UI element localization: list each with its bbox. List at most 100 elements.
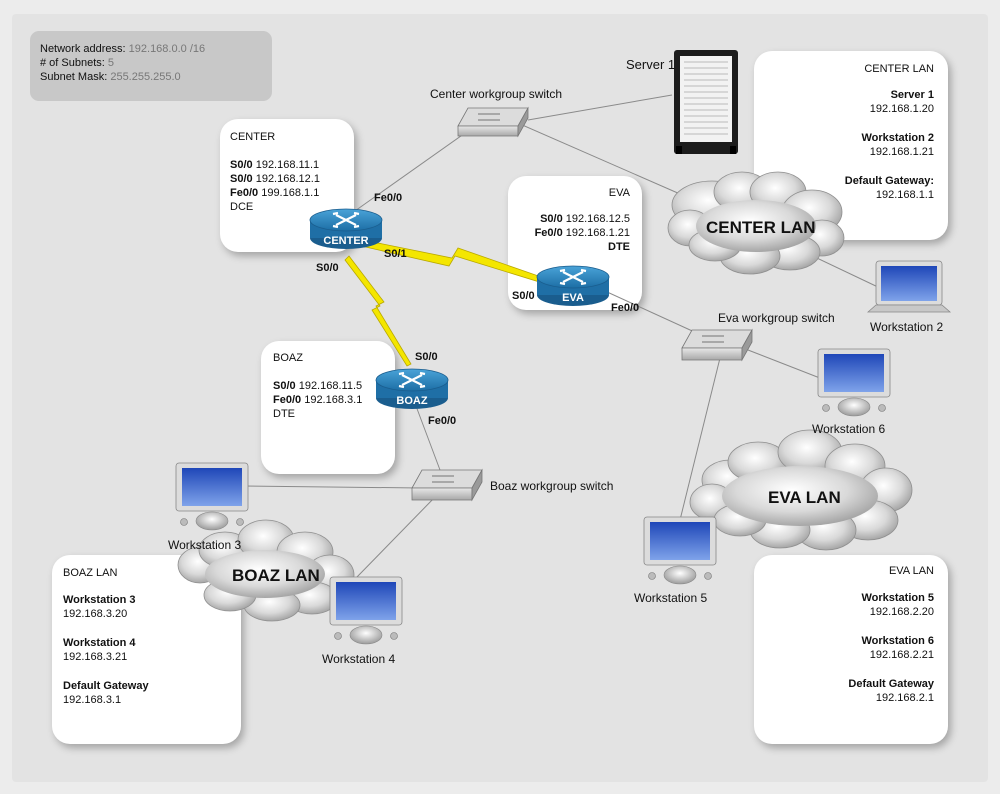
subnets-label: # of Subnets: — [40, 57, 105, 69]
eva-switch-label: Eva workgroup switch — [718, 311, 835, 325]
boaz-lan-title: BOAZ LAN — [63, 567, 118, 579]
eva-card-mode: DTE — [608, 241, 630, 253]
workstation6-label: Workstation 6 — [812, 422, 886, 436]
workstation4-label: Workstation 4 — [322, 652, 396, 666]
center-card-line3: Fe0/0 199.168.1.1 — [230, 186, 319, 200]
eva-lan-ws6-ip: 192.168.2.21 — [869, 649, 934, 661]
eva-line1-port: S0/0 — [540, 213, 563, 225]
center-lan-cloud — [667, 171, 845, 275]
boaz-lan-ws4-heading: Workstation 4 — [63, 637, 136, 649]
wan-link-center-eva — [360, 239, 551, 285]
boaz-line1-port: S0/0 — [273, 380, 296, 392]
workstation4-desktop-icon — [329, 576, 403, 645]
boaz-lan-gateway-ip: 192.168.3.1 — [63, 694, 122, 706]
boaz-lan-ws3-heading: Workstation 3 — [63, 594, 136, 606]
center-lan-server1-heading: Server 1 — [890, 89, 934, 101]
network-info-box: Network address: 192.168.0.0 /16 # of Su… — [30, 31, 272, 101]
center-lan-title: CENTER LAN — [864, 63, 934, 75]
mask-value: 255.255.255.0 — [110, 71, 181, 83]
boaz-lan-cloud — [177, 519, 355, 622]
workstation5-label: Workstation 5 — [634, 591, 708, 605]
boaz-port-s00-label: S0/0 — [415, 351, 438, 363]
eva-line2-ip: 192.168.1.21 — [565, 227, 630, 239]
mask-label: Subnet Mask: — [40, 71, 108, 83]
eva-card-title: EVA — [608, 187, 630, 199]
center-router-icon — [309, 208, 383, 249]
network-address-label: Network address: — [40, 43, 126, 55]
center-card-title: CENTER — [230, 131, 276, 143]
boaz-card-line1: S0/0 192.168.11.5 — [273, 379, 362, 393]
boaz-card-title: BOAZ — [273, 352, 303, 364]
boaz-router-icon — [375, 368, 449, 409]
eva-lan-gateway-heading: Default Gateway — [848, 678, 934, 690]
center-port-s00-label: S0/0 — [316, 262, 339, 274]
boaz-card-line2: Fe0/0 192.168.3.1 — [273, 393, 362, 407]
boaz-lan-ws4-ip: 192.168.3.21 — [63, 651, 128, 663]
server1-icon — [674, 50, 738, 154]
center-card-line1: S0/0 192.168.11.1 — [230, 158, 319, 172]
eva-lan-cloud — [689, 429, 913, 551]
center-lan-server1-ip: 192.168.1.20 — [869, 103, 934, 115]
cable-switch-ws5 — [679, 357, 721, 521]
cable-switch-ws4 — [355, 495, 437, 579]
center-line3-port: Fe0/0 — [230, 187, 259, 199]
boaz-switch-label: Boaz workgroup switch — [490, 479, 614, 493]
boaz-switch-icon — [411, 468, 483, 502]
eva-card-line1: S0/0 192.168.12.5 — [540, 212, 630, 226]
boaz-router-badge: BOAZ — [396, 395, 427, 407]
center-card-mode: DCE — [230, 201, 254, 213]
center-switch-icon — [457, 106, 529, 138]
network-address-value: 192.168.0.0 /16 — [128, 43, 206, 55]
boaz-lan-cloud-label: BOAZ LAN — [232, 566, 320, 585]
cable-switch-server1 — [527, 94, 673, 121]
eva-router-icon — [536, 265, 610, 306]
eva-lan-gateway-ip: 192.168.2.1 — [875, 692, 934, 704]
center-line2-port: S0/0 — [230, 173, 253, 185]
eva-line2-port: Fe0/0 — [534, 227, 563, 239]
center-line1-ip: 192.168.11.1 — [255, 159, 320, 171]
center-line1-port: S0/0 — [230, 159, 253, 171]
center-line2-ip: 192.168.12.1 — [255, 173, 320, 185]
boaz-port-fe00-label: Fe0/0 — [428, 415, 457, 427]
center-port-s01-label: S0/1 — [384, 248, 407, 260]
cable-switch-ws3 — [243, 485, 421, 489]
network-address-line: Network address: 192.168.0.0 /16 — [40, 42, 205, 56]
subnets-value: 5 — [107, 57, 115, 69]
eva-port-s00-label: S0/0 — [512, 290, 535, 302]
mask-line: Subnet Mask: 255.255.255.0 — [40, 70, 181, 84]
center-line3-ip: 199.168.1.1 — [261, 187, 320, 199]
workstation5-desktop-icon — [643, 516, 717, 585]
boaz-lan-gateway-heading: Default Gateway — [63, 680, 149, 692]
eva-line1-ip: 192.168.12.5 — [565, 213, 630, 225]
center-lan-gateway-heading: Default Gateway: — [844, 175, 934, 187]
eva-lan-ws5-heading: Workstation 5 — [861, 592, 934, 604]
center-port-fe00-label: Fe0/0 — [374, 192, 403, 204]
subnets-line: # of Subnets: 5 — [40, 56, 114, 70]
workstation6-desktop-icon — [817, 348, 891, 417]
center-card-line2: S0/0 192.168.12.1 — [230, 172, 320, 186]
center-lan-cloud-label: CENTER LAN — [706, 218, 816, 237]
center-lan-ws2-heading: Workstation 2 — [861, 132, 934, 144]
eva-switch-icon — [681, 328, 753, 362]
eva-port-fe00-label: Fe0/0 — [611, 302, 640, 314]
ethernet-cables — [243, 94, 881, 579]
workstation3-desktop-icon — [175, 462, 249, 531]
boaz-router-card: BOAZ S0/0 192.168.11.5 Fe0/0 192.168.3.1… — [261, 341, 395, 474]
center-router-badge: CENTER — [323, 235, 368, 247]
wan-serial-links — [344, 239, 551, 367]
boaz-card-mode: DTE — [273, 408, 295, 420]
boaz-line1-ip: 192.168.11.5 — [298, 380, 363, 392]
boaz-line2-port: Fe0/0 — [273, 394, 302, 406]
workstation2-laptop-icon — [866, 260, 952, 313]
eva-router-badge: EVA — [562, 292, 584, 304]
eva-lan-title: EVA LAN — [888, 565, 934, 577]
boaz-lan-ws3-ip: 192.168.3.20 — [63, 608, 128, 620]
center-switch-label: Center workgroup switch — [430, 87, 563, 101]
boaz-lan-card: BOAZ LAN Workstation 3 192.168.3.20 Work… — [52, 555, 241, 744]
boaz-line2-ip: 192.168.3.1 — [304, 394, 363, 406]
cable-boaz-switch — [412, 397, 444, 479]
eva-card-line2: Fe0/0 192.168.1.21 — [535, 226, 630, 240]
workstation2-label: Workstation 2 — [870, 320, 944, 334]
